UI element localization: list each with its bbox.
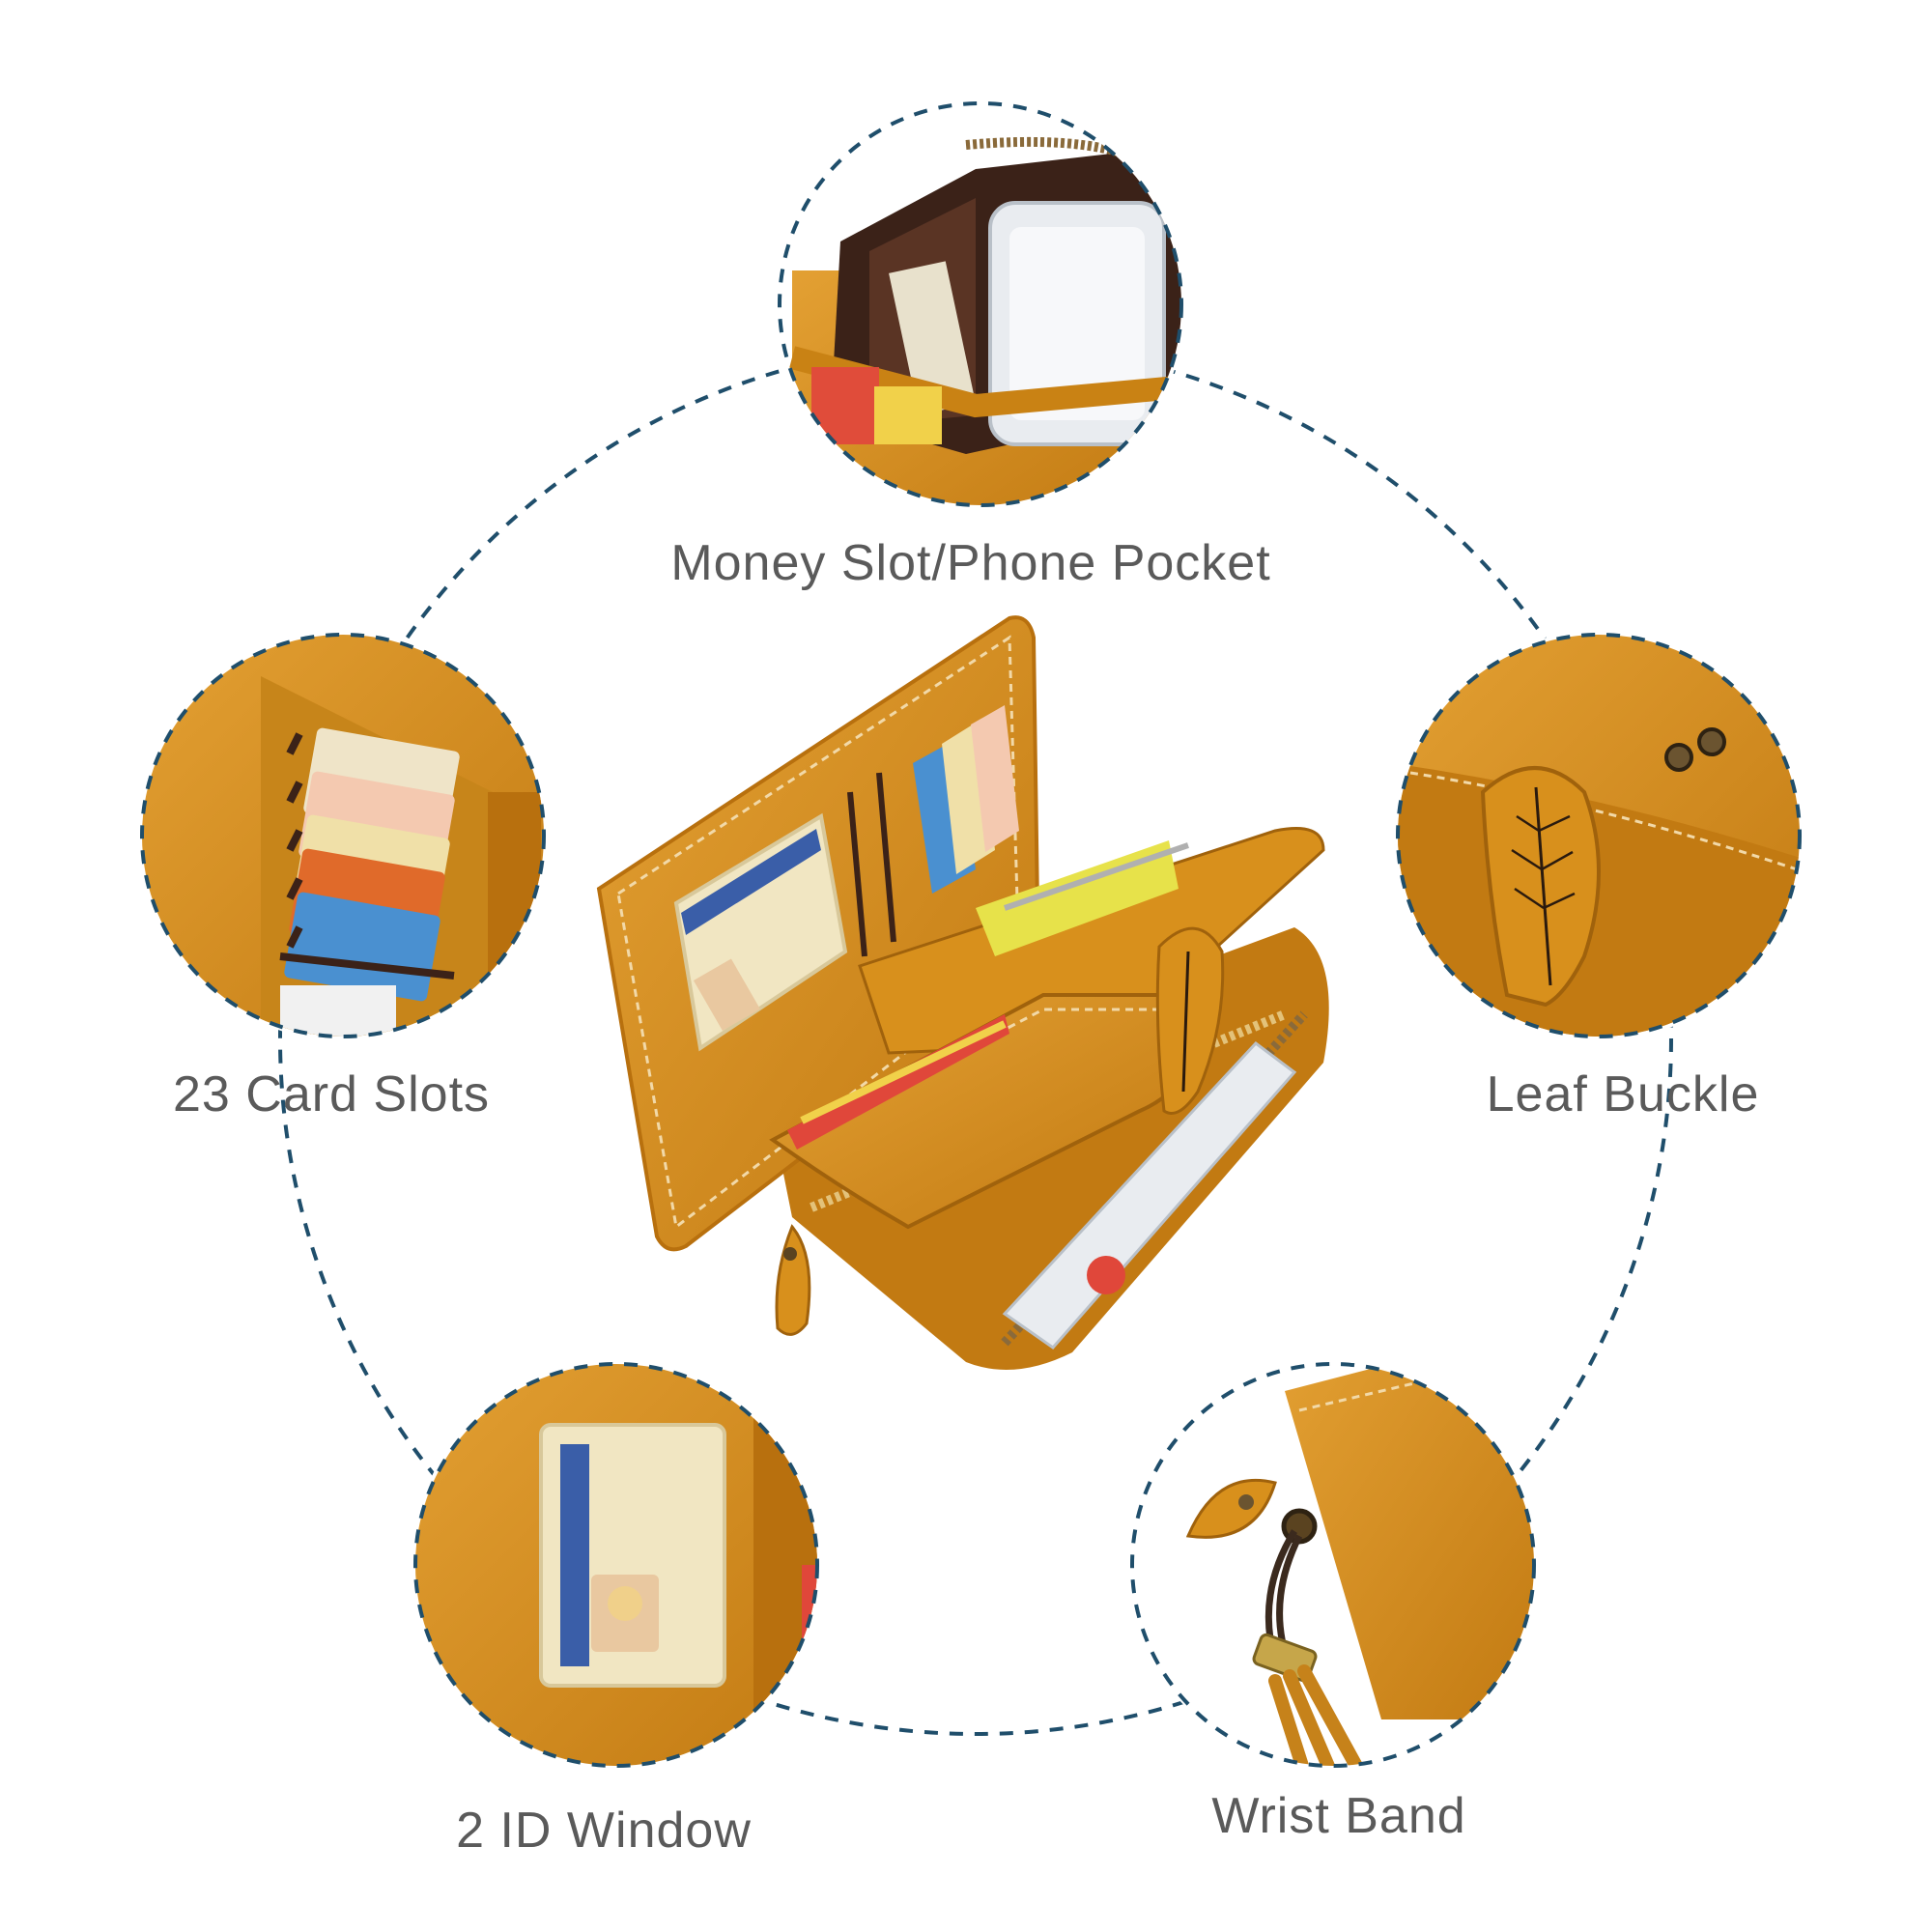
- leaf-buckle-detail-photo: [1398, 635, 1800, 1037]
- feature-label-wrist-band: Wrist Band: [1211, 1788, 1466, 1844]
- card-slots-detail-photo: [142, 635, 544, 1037]
- open-wallet-main-photo: [596, 615, 1329, 1370]
- feature-label-money-slot: Money Slot/Phone Pocket: [670, 535, 1271, 591]
- feature-label-card-slots: 23 Card Slots: [172, 1066, 491, 1122]
- feature-label-leaf-buckle: Leaf Buckle: [1486, 1066, 1760, 1122]
- feature-label-id-window: 2 ID Window: [456, 1803, 752, 1859]
- id-window-detail-photo: [415, 1364, 817, 1766]
